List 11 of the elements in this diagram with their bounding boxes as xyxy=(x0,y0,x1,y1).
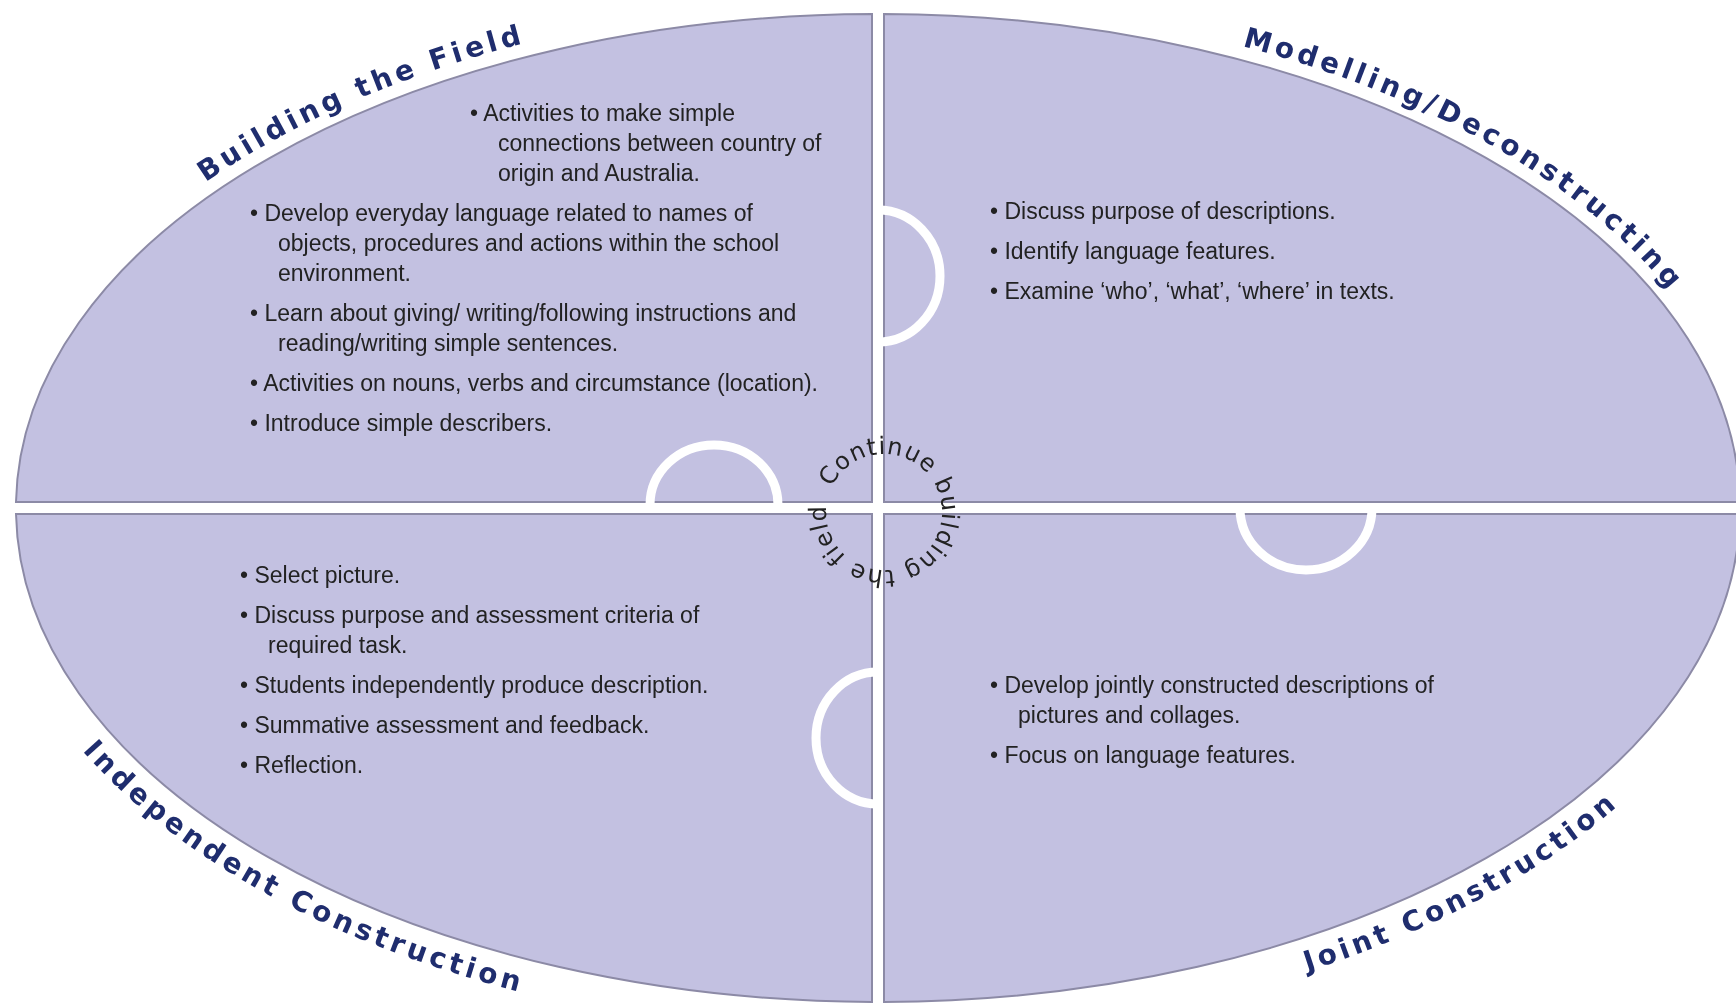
bullet-point: • Develop everyday language related to names of objects, procedures and actions within the school environment. xyxy=(250,199,781,288)
bullet-point: • Introduce simple describers. xyxy=(250,409,554,438)
bullet-point: • Activities to make simple connections between country of origin and Australia. xyxy=(470,99,823,188)
bullet-point: • Focus on language features. xyxy=(990,741,1297,770)
bullet-point: • Activities on nouns, verbs and circumstance (location). xyxy=(250,369,819,398)
bullet-point: • Select picture. xyxy=(240,561,402,590)
bullet-point: • Summative assessment and feedback. xyxy=(240,711,651,739)
bullet-point: • Develop jointly constructed descriptions of pictures and collages. xyxy=(990,671,1435,730)
bullet-point: • Students independently produce description. xyxy=(240,671,710,700)
bullet-point: • Discuss purpose and assessment criteria of required task. xyxy=(240,601,701,660)
bullet-point: • Learn about giving/ writing/following instructions and reading/writing simple sentences. xyxy=(250,299,798,358)
